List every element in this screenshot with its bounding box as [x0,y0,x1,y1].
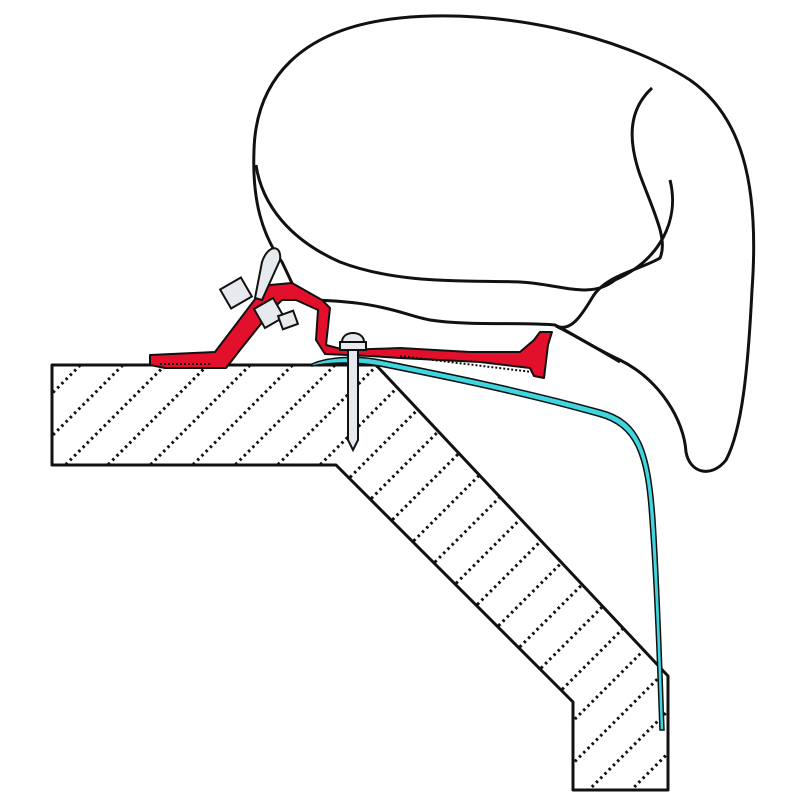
housing-front-cap [555,86,664,329]
housing-inner-curve [254,164,675,292]
mounting-bracket [149,282,553,379]
awning-housing [252,14,756,473]
wall-section [50,363,670,792]
seal-strip [311,356,665,731]
fixing-screw [339,332,367,453]
clamp-bolt-lower [252,296,300,331]
housing-lower-edge [555,324,621,364]
clamp-bolt-upper [218,247,282,310]
